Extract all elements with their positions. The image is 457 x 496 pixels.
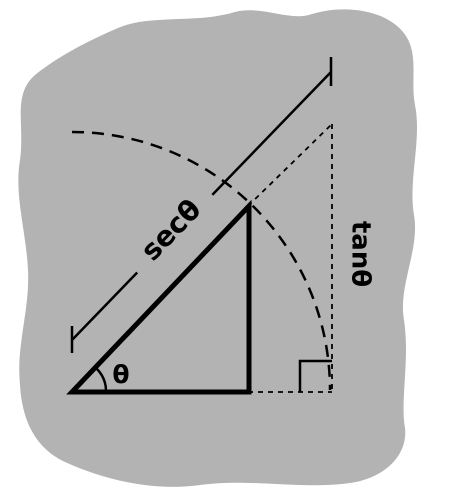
right-angle-marker <box>298 359 332 392</box>
right-triangle <box>66 199 252 395</box>
unit-circle-arc <box>71 130 332 391</box>
secant-label-gap <box>120 178 224 284</box>
angle-label: θ <box>112 360 129 389</box>
tangent-label: tanθ <box>346 221 376 287</box>
background-blob <box>18 9 418 487</box>
